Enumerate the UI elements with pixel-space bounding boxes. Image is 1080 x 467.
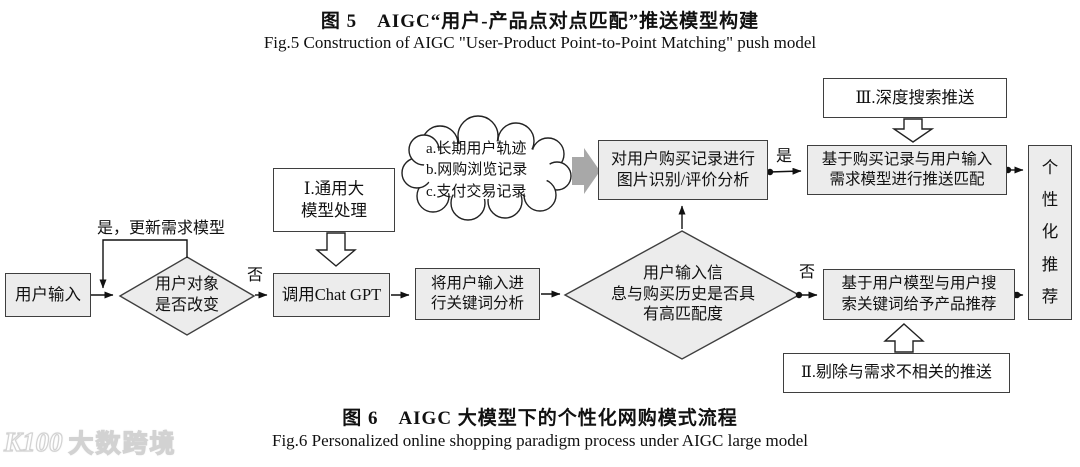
node-purchase-analysis: 对用户购买记录进行 图片识别/评价分析 [598,140,768,200]
label-no-decision2: 否 [798,263,817,283]
block-arrow-step1-down-icon [315,232,357,267]
arrow-feedback-update-model [99,239,188,289]
node-push-match: 基于购买记录与用户输入 需求模型进行推送匹配 [807,145,1007,195]
decision-user-object-shape [118,256,256,336]
block-arrow-step3-down-icon [891,118,935,143]
node-product-recommend: 基于用户模型与用户搜 索关键词给予产品推荐 [823,269,1015,320]
fig5-title-en: Fig.5 Construction of AIGC "User-Product… [263,33,817,52]
node-decision-match-label: 用户输入信 息与购买历史是否具 有高匹配度 [610,264,755,324]
label-yes-update-model: 是，更新需求模型 [80,219,242,239]
fig5-title-zh: 图 5 AIGC“用户-产品点对点匹配”推送模型构建 [320,11,760,32]
block-arrow-step2-up-icon [883,323,925,353]
node-step2-remove-irrelevant: Ⅱ.剔除与需求不相关的推送 [783,353,1010,393]
node-decision-user-object-label: 用户对象 是否改变 [154,276,219,314]
fig6-title-zh: 图 6 AIGC 大模型下的个性化网购模式流程 [342,408,738,429]
node-user-input: 用户输入 [5,273,91,317]
fig6-title-en: Fig.6 Personalized online shopping parad… [271,431,809,450]
decision-match-shape [563,230,801,360]
node-step3-deep-search: Ⅲ.深度搜索推送 [823,78,1007,118]
cloud-shape [401,115,572,221]
label-no-decision1: 否 [246,266,265,286]
node-call-chatgpt: 调用Chat GPT [273,273,390,317]
node-keyword-analysis: 将用户输入进 行关键词分析 [415,268,540,320]
node-cloud-records-label: a.长期用户轨迹 b.网购浏览记录 c.支付交易记录 [426,141,528,200]
arrow-purchase-to-pushmatch [768,167,802,175]
watermark-text: 大数跨境 [68,430,177,458]
watermark: K100 大数跨境 [3,424,177,460]
node-step1-general-model: Ⅰ.通用大 模型处理 [273,168,395,232]
label-yes-decision2: 是 [775,147,794,167]
gray-block-arrow-icon [572,148,600,194]
node-personalized-recommend: 个 性 化 推 荐 [1028,145,1072,320]
watermark-logo-icon: K100 [3,426,63,457]
